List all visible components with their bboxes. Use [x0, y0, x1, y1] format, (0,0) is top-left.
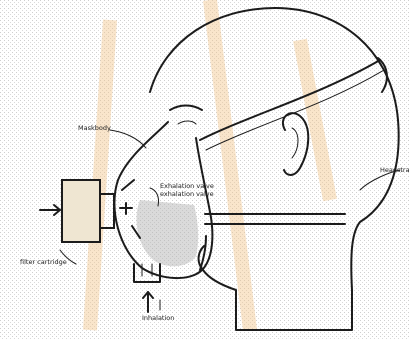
label-headstrap: Headstrap: [380, 166, 410, 174]
label-filter-cartridge: filter cartridge: [20, 258, 67, 266]
label-exhalation-valve: Exhalation valve: [160, 182, 214, 190]
filter-cartridge-body: [62, 180, 100, 242]
label-inhalation: Inhalation: [142, 314, 174, 322]
label-exhalation-valve-sub: exhalation valve: [160, 190, 214, 198]
label-mask-body: Maskbody: [78, 124, 111, 132]
